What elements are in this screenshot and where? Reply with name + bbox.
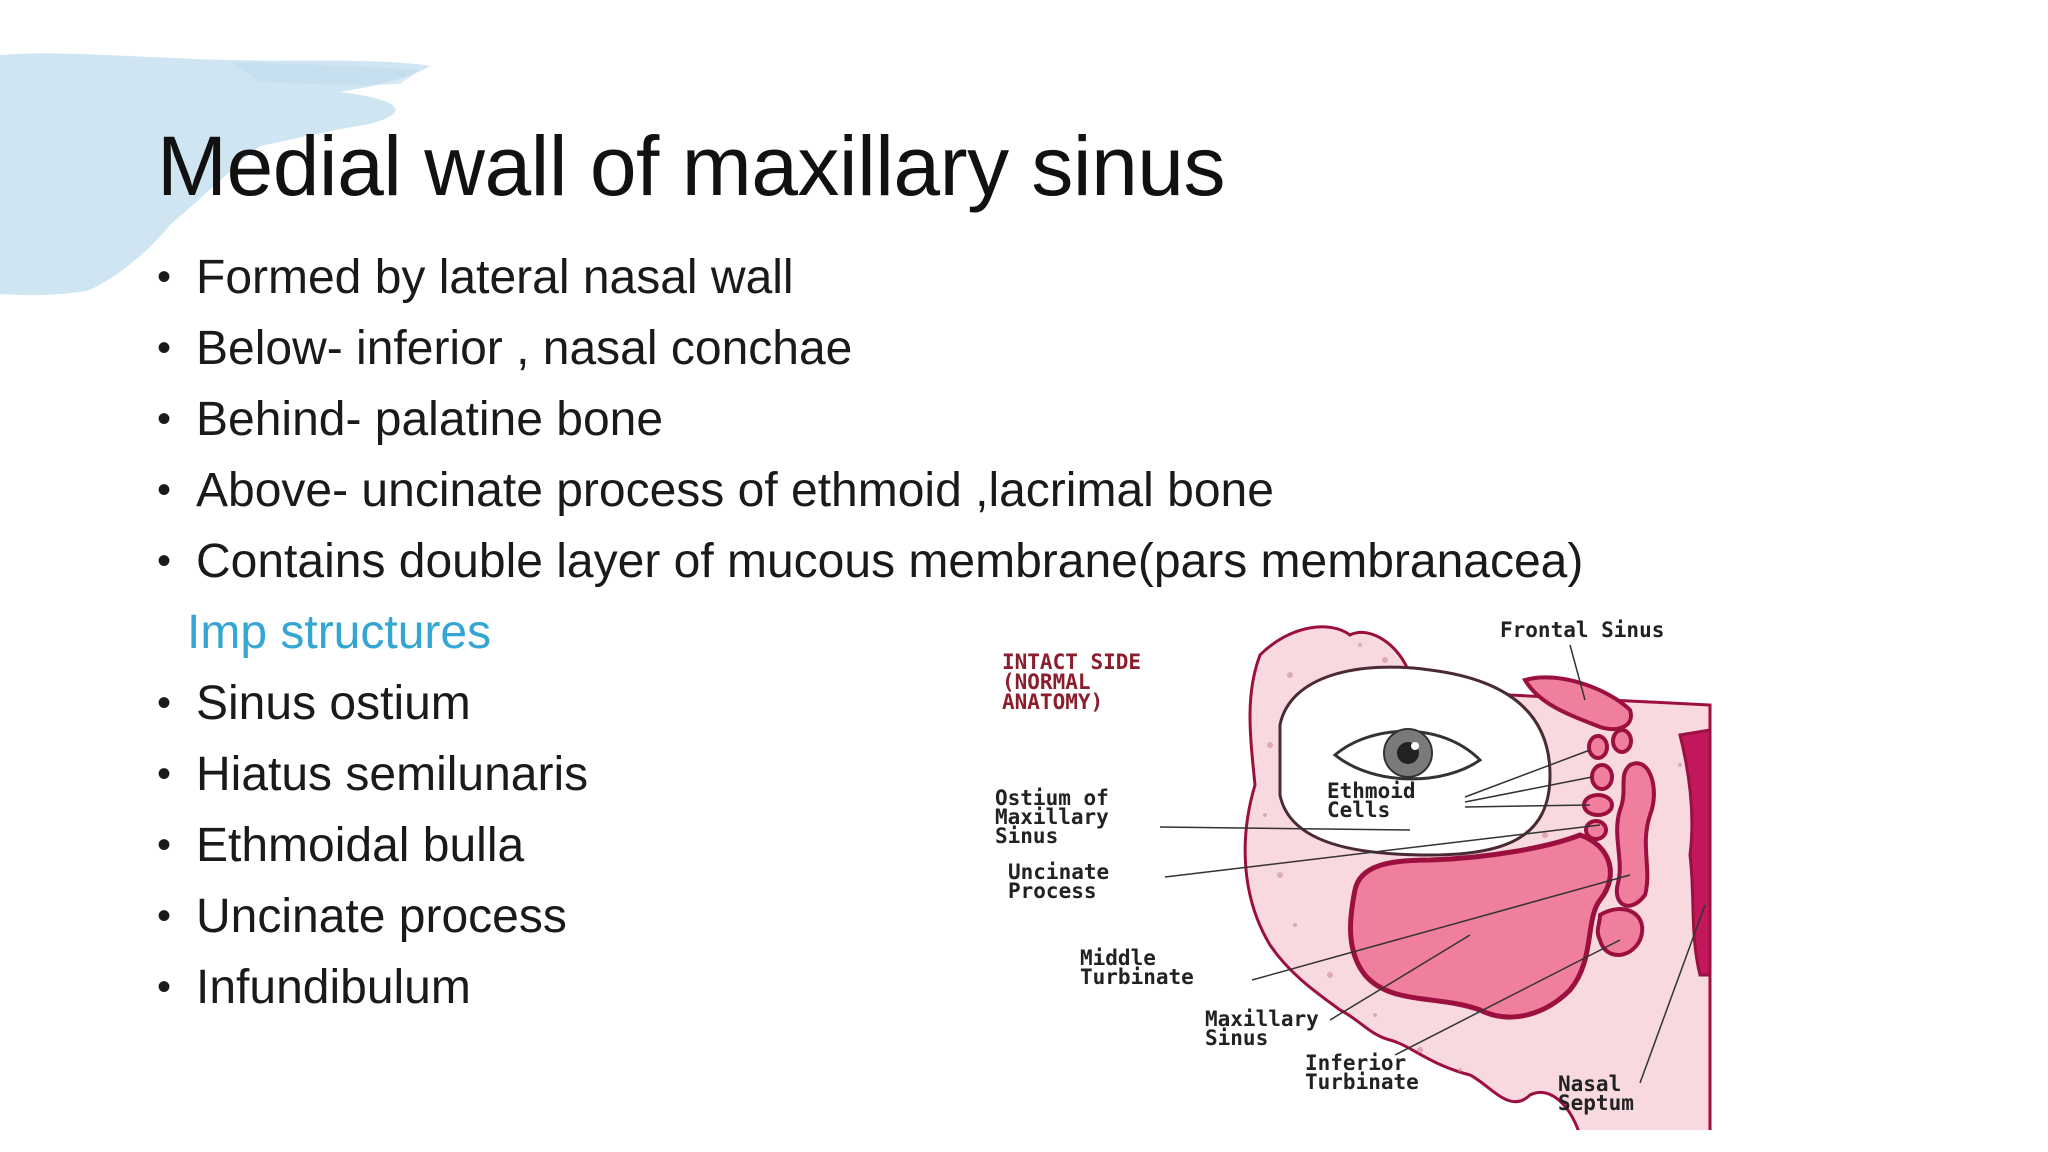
nasal-septum-label-2: Septum <box>1558 1091 1634 1115</box>
middle-turbinate <box>1614 761 1656 908</box>
bullet-dot: • <box>157 326 172 370</box>
ostium-label-1: Ostium of <box>995 786 1109 810</box>
frontal-sinus <box>1521 675 1633 731</box>
intact-side-line-3: ANATOMY) <box>1002 690 1103 714</box>
bullet-dot: • <box>157 965 172 1009</box>
bullet-item: • Below- inferior , nasal conchae <box>157 313 1757 384</box>
bullet-dot: • <box>157 255 172 299</box>
imp-structures-heading: Imp structures <box>187 606 492 659</box>
bullet-item: • Behind- palatine bone <box>157 384 1757 455</box>
bullet-text: Below- inferior , nasal conchae <box>196 322 853 375</box>
structure-item: • Infundibulum <box>157 952 1757 1023</box>
bullet-dot: • <box>157 539 172 583</box>
bullet-dot: • <box>157 823 172 867</box>
inferior-turbinate-label-1: Inferior <box>1305 1051 1406 1075</box>
structure-item: • Hiatus semilunaris <box>157 739 1757 810</box>
intact-side-line-2: (NORMAL <box>1002 670 1091 694</box>
sinus-anatomy-diagram: INTACT SIDE (NORMAL ANATOMY) Frontal Sin… <box>995 618 1712 1130</box>
structure-item: • Ethmoidal bulla <box>157 810 1757 881</box>
uncinate-label-1: Uncinate <box>1008 860 1109 884</box>
maxillary-sinus <box>1348 832 1613 1020</box>
structure-text: Ethmoidal bulla <box>196 819 525 872</box>
bullet-dot: • <box>157 752 172 796</box>
structure-item: • Uncinate process <box>157 881 1757 952</box>
brush-stroke-decoration <box>0 53 430 296</box>
ostium-label-3: Sinus <box>995 824 1058 848</box>
ostium-label-2: Maxillary <box>995 805 1109 829</box>
frontal-sinus-label: Frontal Sinus <box>1500 618 1664 642</box>
bullet-dot: • <box>157 681 172 725</box>
bullet-text: Behind- palatine bone <box>196 393 664 446</box>
eye-highlight <box>1411 742 1419 750</box>
middle-turbinate-label-1: Middle <box>1080 946 1156 970</box>
bullet-item: • Contains double layer of mucous membran… <box>157 526 1757 597</box>
structure-text: Infundibulum <box>196 961 471 1014</box>
structure-text: Sinus ostium <box>196 677 471 730</box>
bullet-dot: • <box>157 894 172 938</box>
inferior-turbinate <box>1595 907 1645 957</box>
bullet-dot: • <box>157 397 172 441</box>
intact-side-line-1: INTACT SIDE <box>1002 650 1141 674</box>
ethmoid-cells-label-2: Cells <box>1327 798 1390 822</box>
bullet-text: Contains double layer of mucous membrane… <box>196 535 1584 588</box>
bullet-text: Above- uncinate process of ethmoid ,lacr… <box>196 464 1274 517</box>
maxillary-sinus-label-1: Maxillary <box>1205 1007 1319 1031</box>
inferior-turbinate-label-2: Turbinate <box>1305 1070 1419 1094</box>
middle-turbinate-label-2: Turbinate <box>1080 965 1194 989</box>
uncinate-label-2: Process <box>1008 879 1097 903</box>
maxillary-sinus-label-2: Sinus <box>1205 1026 1268 1050</box>
bullet-item: • Above- uncinate process of ethmoid ,lac… <box>157 455 1757 526</box>
structure-text: Hiatus semilunaris <box>196 748 589 801</box>
bullet-dot: • <box>157 468 172 512</box>
ethmoid-cells <box>1582 728 1633 841</box>
bullet-text: Formed by lateral nasal wall <box>196 251 794 304</box>
leader-lines <box>1159 644 1706 1084</box>
structure-item: • Sinus ostium <box>157 668 1757 739</box>
structure-text: Uncinate process <box>196 890 567 943</box>
slide-title: Medial wall of maxillary sinus <box>157 119 1226 213</box>
bullet-item: • Formed by lateral nasal wall <box>157 242 1757 313</box>
nasal-septum-label-1: Nasal <box>1558 1072 1621 1096</box>
bullet-list: • Formed by lateral nasal wall • Below- in… <box>157 242 1757 1023</box>
intact-side-label: INTACT SIDE (NORMAL ANATOMY) <box>1002 650 1141 714</box>
ethmoid-cells-label-1: Ethmoid <box>1327 779 1416 803</box>
